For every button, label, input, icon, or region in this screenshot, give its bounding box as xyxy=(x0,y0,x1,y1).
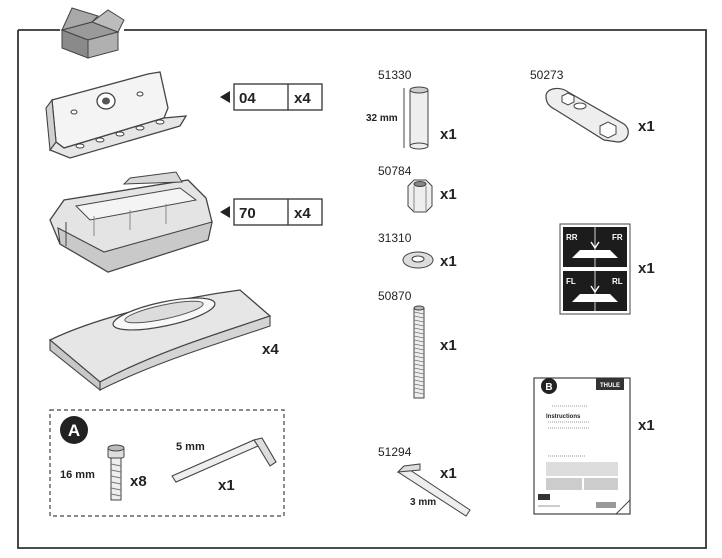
washer-drawing xyxy=(402,251,434,269)
hex-key-5mm-dimension: 5 mm xyxy=(176,441,205,453)
thread-line xyxy=(413,387,425,391)
thread-line xyxy=(413,367,425,371)
thread-line xyxy=(413,363,425,367)
thread-line xyxy=(413,359,425,363)
bolt-qty: x8 xyxy=(130,473,147,490)
thread-line xyxy=(413,351,425,355)
thread-line xyxy=(413,331,425,335)
foot-pad-drawing xyxy=(49,171,213,273)
foot-pad-qty: x4 xyxy=(294,205,311,222)
instructions-booklet xyxy=(533,377,631,515)
thread-line xyxy=(413,379,425,383)
foot-plate-code: 04 xyxy=(239,90,256,107)
foot-plate-drawing xyxy=(45,71,188,159)
kit-a-badge-label: A xyxy=(68,421,80,440)
washer-code: 31310 xyxy=(378,231,412,245)
thread-line xyxy=(413,339,425,343)
thread-line xyxy=(413,311,425,315)
threaded-rod-qty: x1 xyxy=(440,337,457,354)
stickers-qty: x1 xyxy=(638,260,655,277)
sticker-label-rl: RL xyxy=(612,277,623,286)
wrench-plate-drawing xyxy=(545,87,629,143)
thread-line xyxy=(413,343,425,347)
thread-line xyxy=(413,383,425,387)
hex-key-3mm-drawing xyxy=(396,463,471,517)
hex-key-3mm-dimension: 3 mm xyxy=(410,497,436,508)
washer-qty: x1 xyxy=(440,253,457,270)
nut-code: 50784 xyxy=(378,164,412,178)
spacer-tube-code: 51330 xyxy=(378,68,412,82)
spacer-tube-qty: x1 xyxy=(440,126,457,143)
thread-line xyxy=(413,327,425,331)
stickers-drawing xyxy=(559,223,631,315)
pointer-arrow-icon xyxy=(220,91,230,103)
kit-a-badge xyxy=(60,416,88,444)
instructions-title: Instructions xyxy=(546,414,581,420)
bolt-dimension: 16 mm xyxy=(60,469,95,481)
foot-pad-code: 70 xyxy=(239,205,256,222)
threaded-rod-code: 50870 xyxy=(378,289,412,303)
thread-line xyxy=(413,335,425,339)
thread-line xyxy=(413,375,425,379)
thread-line xyxy=(413,371,425,375)
instructions-qty: x1 xyxy=(638,417,655,434)
threaded-rod-threads xyxy=(413,311,425,395)
thread-line xyxy=(413,347,425,351)
wrench-plate-qty: x1 xyxy=(638,118,655,135)
rubber-pad-drawing xyxy=(48,289,272,392)
foot-plate-qty: x4 xyxy=(294,90,311,107)
thread-line xyxy=(413,315,425,319)
rubber-pad-qty: x4 xyxy=(262,341,279,358)
kit-a-box xyxy=(49,409,285,517)
sticker-label-rr: RR xyxy=(566,233,578,242)
nut-qty: x1 xyxy=(440,186,457,203)
wrench-plate-code: 50273 xyxy=(530,68,564,82)
thread-line xyxy=(413,391,425,395)
code-box-04: 04 x4 xyxy=(220,83,323,111)
hex-key-5mm-drawing xyxy=(171,437,277,483)
hex-key-5mm-qty: x1 xyxy=(218,477,235,494)
thread-line xyxy=(413,323,425,327)
kit-box-icon xyxy=(60,7,125,59)
thread-line xyxy=(413,355,425,359)
sticker-label-fl: FL xyxy=(566,277,576,286)
instructions-badge: B xyxy=(545,382,552,393)
code-box-70: 70 x4 xyxy=(220,198,323,226)
nut-drawing xyxy=(407,179,433,213)
sticker-label-fr: FR xyxy=(612,233,623,242)
thread-line xyxy=(413,319,425,323)
hex-key-3mm-code: 51294 xyxy=(378,445,412,459)
hex-key-3mm-qty: x1 xyxy=(440,465,457,482)
spacer-tube-drawing xyxy=(403,86,429,150)
outer-frame xyxy=(17,29,707,549)
spacer-tube-dimension: 32 mm xyxy=(366,113,398,124)
instructions-brand: THULE xyxy=(600,383,620,389)
pointer-arrow-icon xyxy=(220,206,230,218)
bolt-drawing xyxy=(107,444,125,501)
